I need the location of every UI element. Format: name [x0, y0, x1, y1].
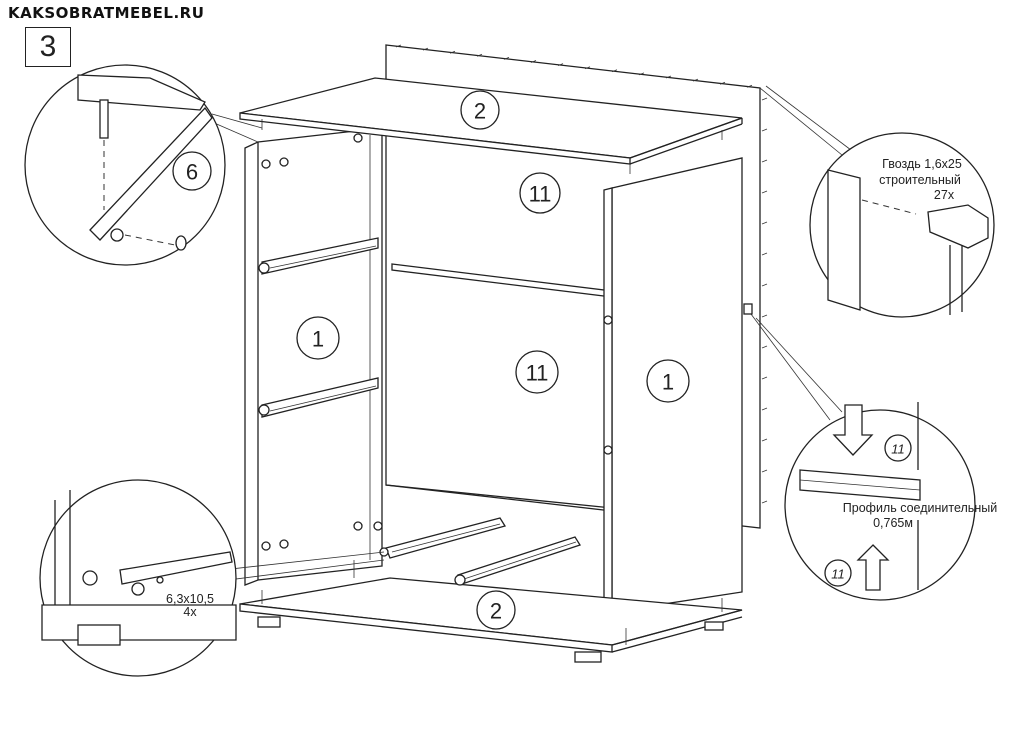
- nail-mark: [476, 53, 483, 57]
- part-number-top-panel: 2: [460, 90, 500, 130]
- nail-mark: [761, 283, 768, 287]
- screw-callout-line2: 4х: [183, 605, 197, 619]
- nail-mark: [584, 66, 591, 70]
- nail-mark: [395, 44, 402, 48]
- nail-mark: [761, 221, 768, 225]
- drawer-rails: [379, 517, 581, 586]
- profile-callout-line1: Профиль соединительный: [843, 501, 997, 515]
- part-number-side-right: 1: [646, 359, 690, 403]
- profile-callout-line2: 0,765м: [873, 516, 913, 530]
- detail-profile: [784, 402, 976, 601]
- nail-mark: [761, 376, 768, 380]
- part-number-back-upper: 11: [519, 172, 561, 214]
- step-number-box: 3: [25, 27, 71, 67]
- nail-mark: [449, 50, 456, 54]
- nail-mark: [761, 128, 768, 132]
- part-number-text: 2: [474, 99, 486, 124]
- nail-mark: [761, 407, 768, 411]
- nail-mark: [761, 252, 768, 256]
- screw-callout-line1: 6,3х10,5: [166, 592, 214, 606]
- part-number-text: 2: [490, 599, 502, 624]
- nail-mark: [422, 47, 429, 51]
- nail-mark: [761, 438, 768, 442]
- part-number-text: 11: [529, 182, 552, 207]
- nail-mark: [557, 63, 564, 66]
- part-number-text: 6: [186, 160, 198, 185]
- part-number-text: 1: [662, 370, 674, 395]
- part-number-text: 11: [831, 567, 845, 582]
- part-number-text: 11: [526, 361, 549, 386]
- detail-runner-screw: [39, 479, 237, 677]
- part-number-side-left: 1: [296, 316, 340, 360]
- part-number-bottom-panel: 2: [476, 590, 516, 630]
- nail-callout-line1: Гвоздь 1,6х25: [882, 157, 962, 171]
- watermark: KAKSOBRATMEBEL.RU: [8, 4, 205, 22]
- nail-mark: [719, 81, 726, 85]
- nail-callout-line3: 27х: [934, 188, 955, 202]
- nail-mark: [611, 69, 618, 73]
- nail-mark: [761, 345, 768, 349]
- detail-nail-hammer: [809, 132, 995, 318]
- nail-mark: [746, 84, 753, 88]
- nail-mark: [692, 78, 699, 82]
- nail-mark: [761, 469, 768, 473]
- part-number-detail-top-left: 6: [172, 151, 212, 191]
- nail-mark: [761, 314, 768, 318]
- nail-mark: [638, 72, 645, 76]
- nail-mark: [761, 190, 768, 194]
- part-number-detail-right-upper: 11: [884, 434, 912, 462]
- part-number-text: 1: [312, 327, 324, 352]
- part-number-back-lower: 11: [515, 350, 559, 394]
- nail-callout-line2: строительный: [879, 173, 961, 187]
- nail-mark: [503, 57, 510, 60]
- detail-top-left: [24, 64, 226, 266]
- nail-mark: [761, 159, 768, 163]
- nail-mark: [761, 500, 768, 504]
- part-number-text: 11: [891, 442, 905, 457]
- nail-mark: [530, 60, 537, 63]
- nail-mark: [761, 97, 768, 101]
- part-number-detail-right-lower: 11: [824, 559, 852, 587]
- nail-mark: [665, 75, 672, 79]
